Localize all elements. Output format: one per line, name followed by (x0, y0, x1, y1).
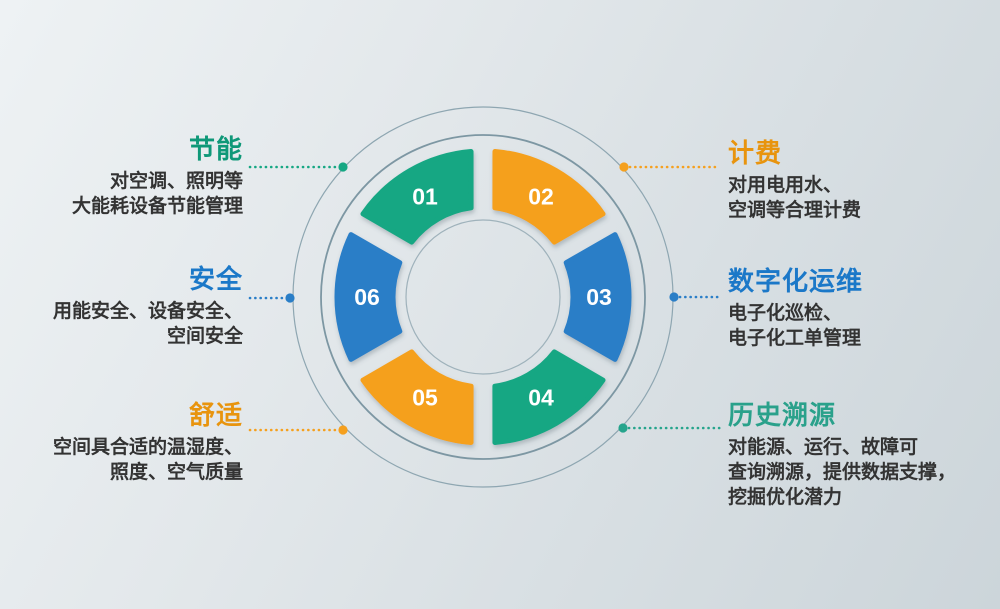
label-title: 舒适 (188, 400, 243, 430)
desc-line: 空间具合适的温湿度、 (52, 437, 243, 458)
wheel-segment-02 (492, 148, 606, 245)
desc-line: 查询溯源，提供数据支撑， (728, 462, 957, 483)
label-desc: 电子化巡检、 电子化工单管理 (728, 301, 863, 351)
connector-dot (338, 425, 348, 435)
label-desc: 用能安全、设备安全、 空间安全 (53, 299, 243, 349)
desc-line: 对用电用水、 (728, 175, 843, 196)
desc-line: 电子化工单管理 (728, 328, 862, 349)
connector-dot (619, 162, 629, 172)
desc-line: 电子化巡检、 (728, 303, 843, 324)
label-desc: 对用电用水、 空调等合理计费 (728, 173, 861, 223)
label-title: 历史溯源 (728, 400, 837, 430)
desc-line: 空间安全 (166, 326, 243, 347)
label-title: 数字化运维 (728, 266, 864, 296)
connector-dot (618, 423, 628, 433)
label-energy-saving: 节能 对空调、照明等 大能耗设备节能管理 (72, 134, 243, 219)
connector-dot (338, 162, 348, 172)
label-title: 安全 (188, 264, 243, 294)
label-desc: 空间具合适的温湿度、 照度、空气质量 (53, 435, 243, 485)
label-history-trace: 历史溯源 对能源、运行、故障可 查询溯源，提供数据支撑， 挖掘优化潜力 (728, 400, 956, 510)
wheel-segment-04 (492, 349, 606, 446)
label-desc: 对空调、照明等 大能耗设备节能管理 (72, 169, 243, 219)
wheel-segment-06 (334, 232, 403, 362)
desc-line: 用能安全、设备安全、 (52, 301, 243, 322)
wheel-segment-05 (360, 349, 474, 446)
segment-number-01: 01 (412, 184, 438, 210)
segment-number-05: 05 (412, 384, 438, 410)
segment-number-06: 06 (354, 284, 380, 310)
wheel-segment-03 (563, 232, 632, 362)
desc-line: 对空调、照明等 (109, 171, 243, 192)
middle-ring (320, 134, 646, 460)
label-title: 计费 (728, 138, 783, 168)
wheel-segment-01 (360, 148, 474, 245)
segment-number-04: 04 (528, 384, 554, 410)
connector-dot (285, 293, 295, 303)
desc-line: 对能源、运行、故障可 (728, 437, 919, 458)
label-digital-ops: 数字化运维 电子化巡检、 电子化工单管理 (728, 266, 863, 351)
label-desc: 对能源、运行、故障可 查询溯源，提供数据支撑， 挖掘优化潜力 (728, 435, 956, 510)
desc-line: 挖掘优化潜力 (728, 487, 843, 508)
inner-ring (405, 219, 561, 375)
label-comfort: 舒适 空间具合适的温湿度、 照度、空气质量 (53, 400, 243, 485)
desc-line: 照度、空气质量 (109, 462, 243, 483)
desc-line: 空调等合理计费 (728, 200, 862, 221)
label-title: 节能 (188, 134, 243, 164)
segment-number-02: 02 (528, 184, 554, 210)
connector-dot (669, 292, 679, 302)
label-safety: 安全 用能安全、设备安全、 空间安全 (53, 264, 243, 349)
segment-number-03: 03 (586, 284, 612, 310)
label-billing: 计费 对用电用水、 空调等合理计费 (728, 138, 861, 223)
desc-line: 大能耗设备节能管理 (71, 196, 243, 217)
